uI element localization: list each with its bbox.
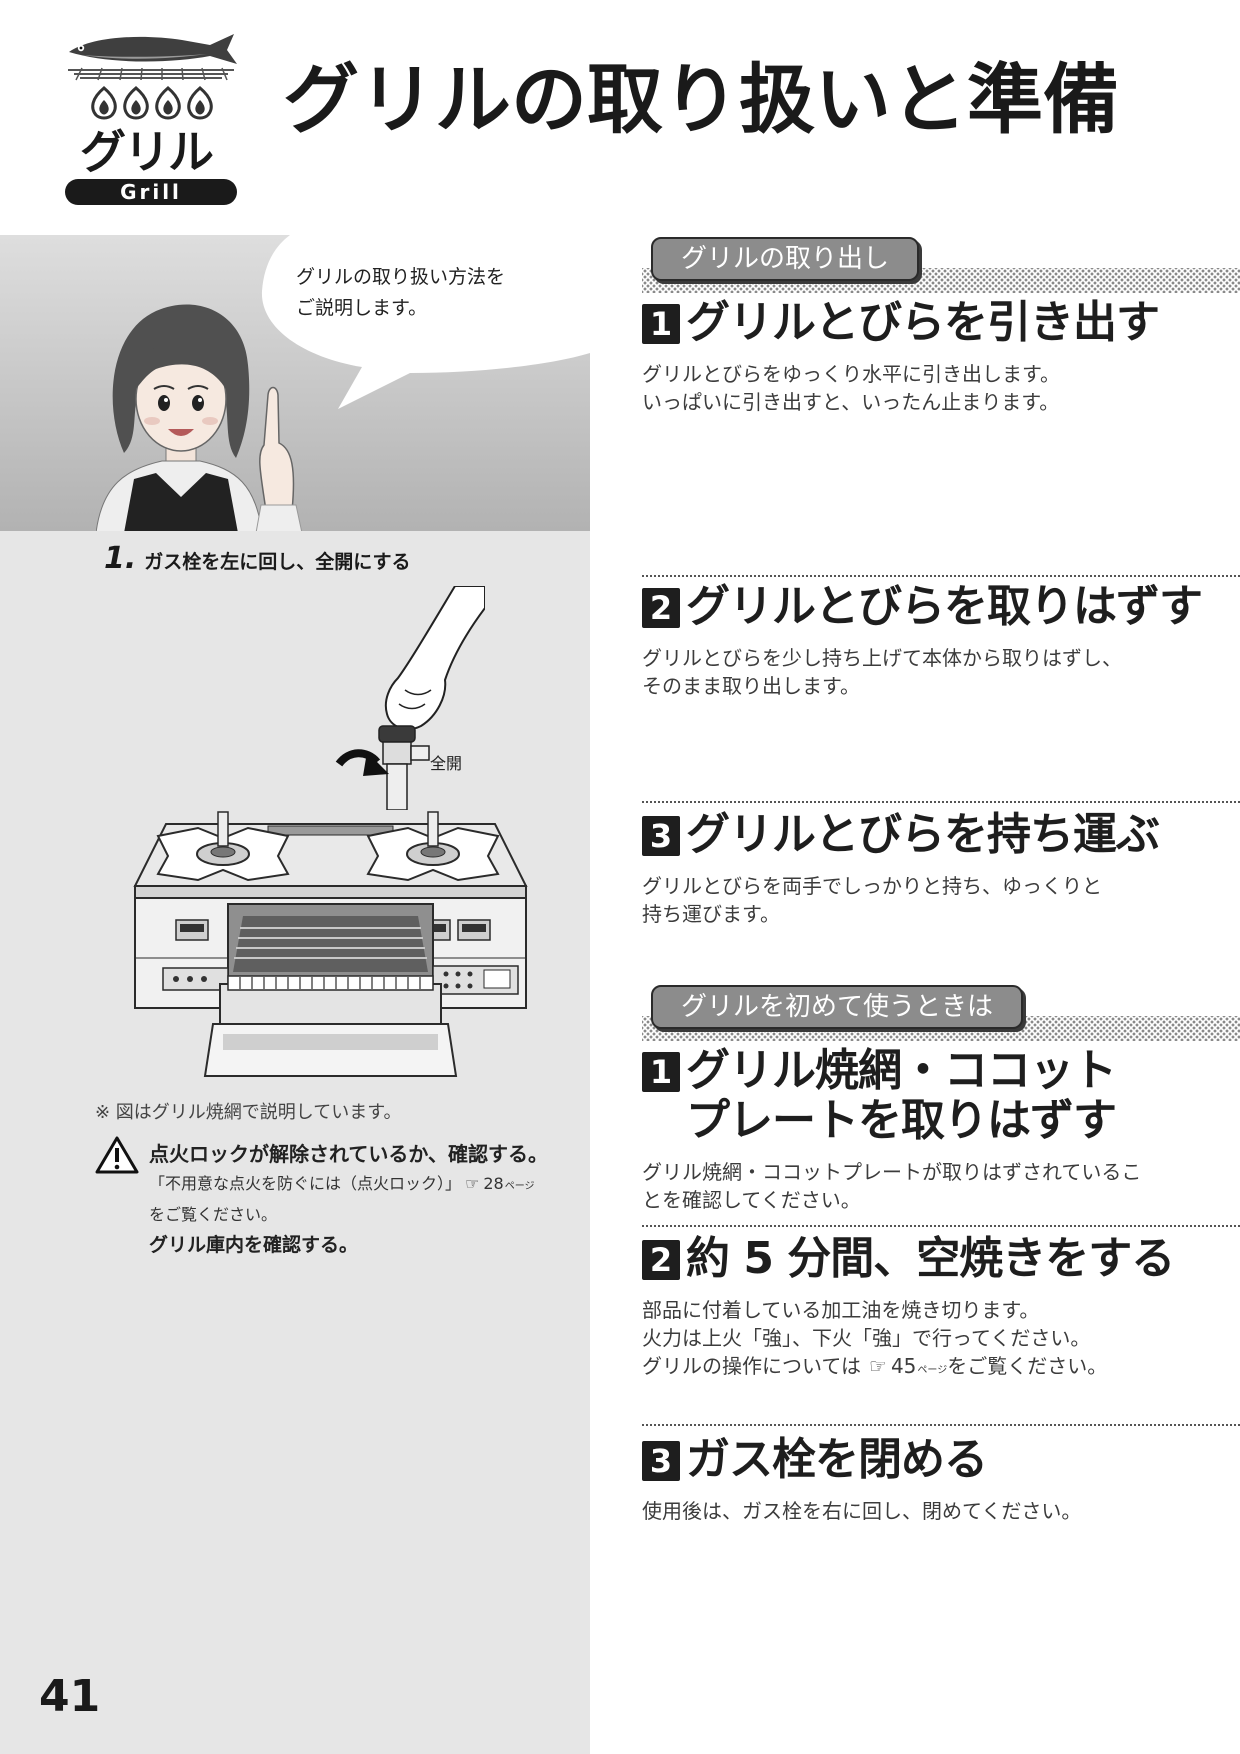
page-title: グリルの取り扱いと準備 <box>283 55 1119 144</box>
step-desc-reference: グリルの操作については ☞45ページをご覧ください。 <box>642 1352 1240 1385</box>
warning-heading: 点火ロックが解除されているか、確認する。 <box>149 1142 548 1166</box>
warning-ref-suffix: をご覧ください。 <box>149 1205 278 1224</box>
warning-check: グリル庫内を確認する。 <box>149 1234 359 1256</box>
dotted-divider <box>642 575 1240 577</box>
step-number-badge: 1 <box>642 1052 680 1092</box>
speech-line-1: グリルの取り扱い方法を <box>296 266 506 288</box>
step-heading-text: プレートを取りはずす <box>686 1095 1117 1146</box>
warning-icon <box>95 1136 139 1174</box>
step-description: グリルとびらを両手でしっかりと持ち、ゆっくりと 持ち運びます。 <box>642 872 1240 928</box>
step-desc-line: グリルとびらを両手でしっかりと持ち、ゆっくりと <box>642 874 1102 898</box>
step-description: グリルとびらを少し持ち上げて本体から取りはずし、 そのまま取り出します。 <box>642 644 1240 700</box>
dotted-divider <box>642 1424 1240 1426</box>
step-number-badge: 3 <box>642 1441 680 1481</box>
grill-badge-sublabel: Grill <box>65 179 237 205</box>
ref-text: グリルの操作については <box>642 1354 861 1378</box>
step-desc-line: いっぱいに引き出すと、いったん止まります。 <box>642 390 1060 414</box>
step-heading-text: グリルとびらを取りはずす <box>686 581 1203 632</box>
step-number-badge: 3 <box>642 816 680 856</box>
page-number: 41 <box>39 1671 101 1722</box>
step-heading-text: ガス栓を閉める <box>686 1434 988 1485</box>
step-description: グリル焼網・ココットプレートが取りはずされているこ とを確認してください。 <box>642 1158 1240 1214</box>
valve-step-text: ガス栓を左に回し、全開にする <box>144 551 411 573</box>
step-desc-line: 持ち運びます。 <box>642 902 780 926</box>
step-desc-line: そのまま取り出します。 <box>642 674 860 698</box>
section-tab-grill-removal: グリルの取り出し <box>651 237 920 281</box>
warning-ref-unit: ページ <box>504 1181 535 1192</box>
step-number-badge: 2 <box>642 1240 680 1280</box>
step-desc-line: グリル焼網・ココットプレートが取りはずされているこ <box>642 1160 1142 1184</box>
step-desc-line: グリルとびらを少し持ち上げて本体から取りはずし、 <box>642 646 1122 670</box>
pointing-hand-icon: ☞ <box>465 1174 480 1193</box>
speech-bubble <box>261 235 590 409</box>
speech-line-2: ご説明します。 <box>296 297 428 319</box>
warning-ref-text: 「不用意な点火を防ぐには（点火ロック）」 <box>149 1174 462 1193</box>
speech-bubble-text: グリルの取り扱い方法を ご説明します。 <box>296 262 505 324</box>
ref-unit: ページ <box>917 1365 948 1376</box>
section-tab-first-use: グリルを初めて使うときは <box>651 985 1024 1029</box>
step-desc-line: 使用後は、ガス栓を右に回し、閉めてください。 <box>642 1499 1082 1523</box>
illustration-note: ※ 図はグリル焼網で説明しています。 <box>95 1102 402 1123</box>
intro-hero: グリルの取り扱い方法を ご説明します。 <box>0 235 590 531</box>
gas-valve-illustration <box>335 586 485 810</box>
step-heading-text: グリルとびらを持ち運ぶ <box>686 809 1160 860</box>
step-number-badge: 1 <box>642 304 680 344</box>
step-desc-line: グリルとびらをゆっくり水平に引き出します。 <box>642 362 1060 386</box>
step-description: 部品に付着している加工油を焼き切ります。 火力は上火「強」、下火「強」で行ってく… <box>642 1296 1240 1385</box>
ref-suffix: をご覧ください。 <box>947 1354 1108 1378</box>
step-desc-line: とを確認してください。 <box>642 1188 861 1212</box>
step-heading-text: 約 5 分間、空焼きをする <box>686 1233 1175 1284</box>
grill-fish-icon <box>68 34 237 120</box>
ref-page: 45 <box>890 1354 917 1378</box>
step-number-badge: 2 <box>642 588 680 628</box>
dotted-divider <box>642 801 1240 803</box>
pointing-hand-icon: ☞ <box>869 1354 887 1378</box>
step-heading-text: グリルとびらを引き出す <box>686 297 1160 348</box>
warning-ref-page: 28 <box>483 1174 504 1193</box>
valve-step: 1. ガス栓を左に回し、全開にする <box>104 541 410 576</box>
valve-step-number: 1. <box>104 541 137 576</box>
grill-badge-label: グリル <box>80 125 214 179</box>
guide-woman-illustration <box>96 304 303 531</box>
step-description: 使用後は、ガス栓を右に回し、閉めてください。 <box>642 1497 1240 1525</box>
step-desc-line: 部品に付着している加工油を焼き切ります。 <box>642 1298 1040 1322</box>
dotted-divider <box>642 1225 1240 1227</box>
gas-stove-illustration <box>133 811 528 1077</box>
warning-reference: 「不用意な点火を防ぐには（点火ロック）」☞28ページ <box>149 1170 535 1194</box>
step-desc-line: 火力は上火「強」、下火「強」で行ってください。 <box>642 1326 1091 1350</box>
step-description: グリルとびらをゆっくり水平に引き出します。 いっぱいに引き出すと、いったん止まり… <box>642 360 1240 416</box>
step-heading-text: グリル焼網・ココット <box>686 1045 1117 1096</box>
valve-open-label: 全開 <box>430 754 463 773</box>
